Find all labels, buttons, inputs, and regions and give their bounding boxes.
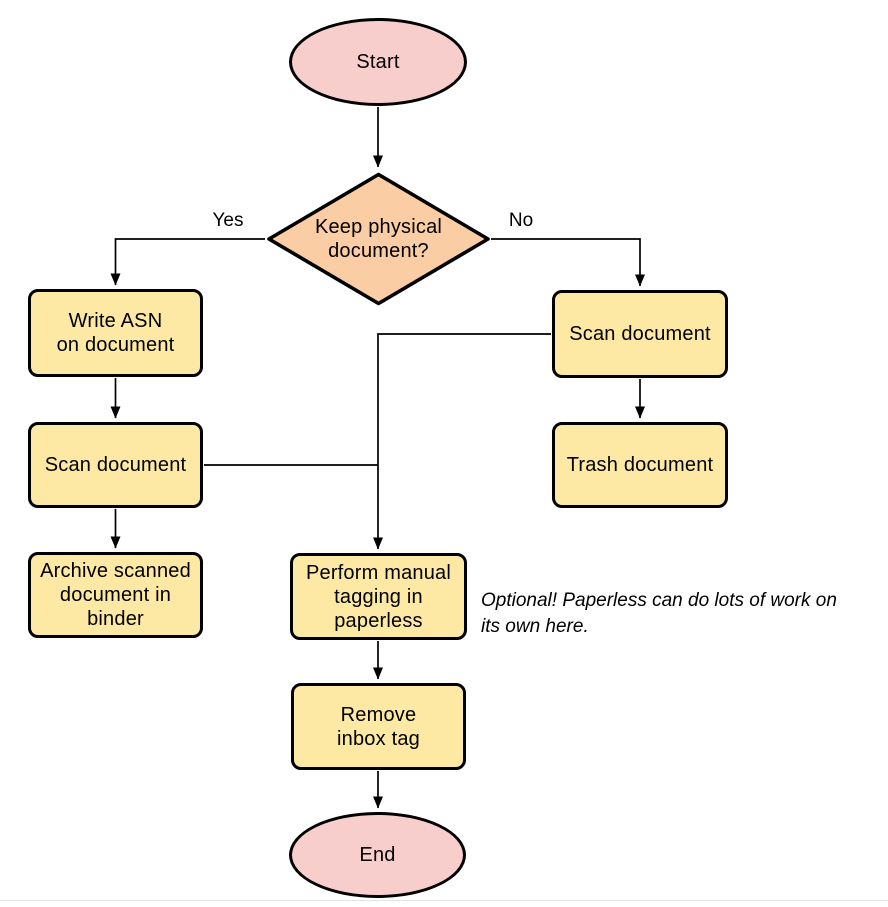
node-end-label: End (359, 843, 395, 867)
node-scan-discard: Scan document (552, 290, 728, 378)
optional-note-line: Optional! Paperless can do lots of work … (481, 590, 837, 611)
node-remove-inbox-tag: Remove inbox tag (291, 683, 466, 770)
process-text-line: paperless (334, 609, 423, 632)
edge-label-yes: Yes (212, 210, 244, 231)
node-archive-binder: Archive scanned document in binder (28, 552, 203, 638)
node-end-text: End (359, 844, 396, 866)
process-text-line: Trash document (566, 454, 714, 476)
node-trash-label: Trash document (567, 453, 714, 477)
process-text-line: Scan document (44, 454, 187, 476)
process-text-line: inbox tag (337, 727, 420, 750)
node-write-asn: Write ASN on document (28, 289, 203, 377)
node-keep-decision-label: Keep physical document? (266, 172, 491, 306)
process-text-line: on document (56, 334, 175, 356)
node-scan-discard-label: Scan document (569, 322, 711, 346)
edge-yes-to-write-asn (110, 238, 265, 286)
node-manual-tagging: Perform manual tagging in paperless (290, 553, 467, 640)
node-scan-keep: Scan document (28, 422, 203, 508)
node-remove-inbox-tag-label: Remove inbox tag (337, 703, 420, 751)
process-text-line: Archive scanned (40, 560, 191, 582)
edge-scan-discard-to-tagging (373, 333, 551, 550)
process-text-line: Scan document (569, 323, 711, 345)
optional-note-line: its own here. (481, 616, 589, 637)
node-manual-tagging-label: Perform manual tagging in paperless (306, 561, 451, 633)
process-text-line: Perform manual (305, 561, 452, 584)
node-keep-decision: Keep physical document? (266, 172, 491, 306)
node-trash: Trash document (552, 422, 728, 508)
process-text-line: document in (59, 584, 172, 606)
node-start: Start (289, 18, 467, 106)
process-text-line: Remove (340, 703, 417, 726)
optional-note: Optional! Paperless can do lots of work … (481, 588, 837, 640)
node-start-text: Start (356, 51, 400, 73)
edge-no-to-scan-document (491, 238, 645, 287)
process-text-line: binder (87, 608, 144, 630)
bottom-divider (0, 900, 888, 901)
diamond-shape-icon (267, 172, 490, 306)
node-scan-keep-label: Scan document (45, 453, 187, 477)
node-archive-binder-label: Archive scanned document in binder (40, 559, 191, 631)
process-text-line: Write ASN (68, 310, 163, 332)
process-text-line: tagging in (334, 585, 423, 608)
decision-text-line: document? (328, 240, 429, 262)
decision-text-line: Keep physical (314, 216, 443, 238)
node-write-asn-label: Write ASN on document (57, 309, 175, 357)
node-end: End (289, 812, 466, 898)
node-start-label: Start (356, 50, 399, 74)
edge-label-no: No (508, 210, 534, 231)
